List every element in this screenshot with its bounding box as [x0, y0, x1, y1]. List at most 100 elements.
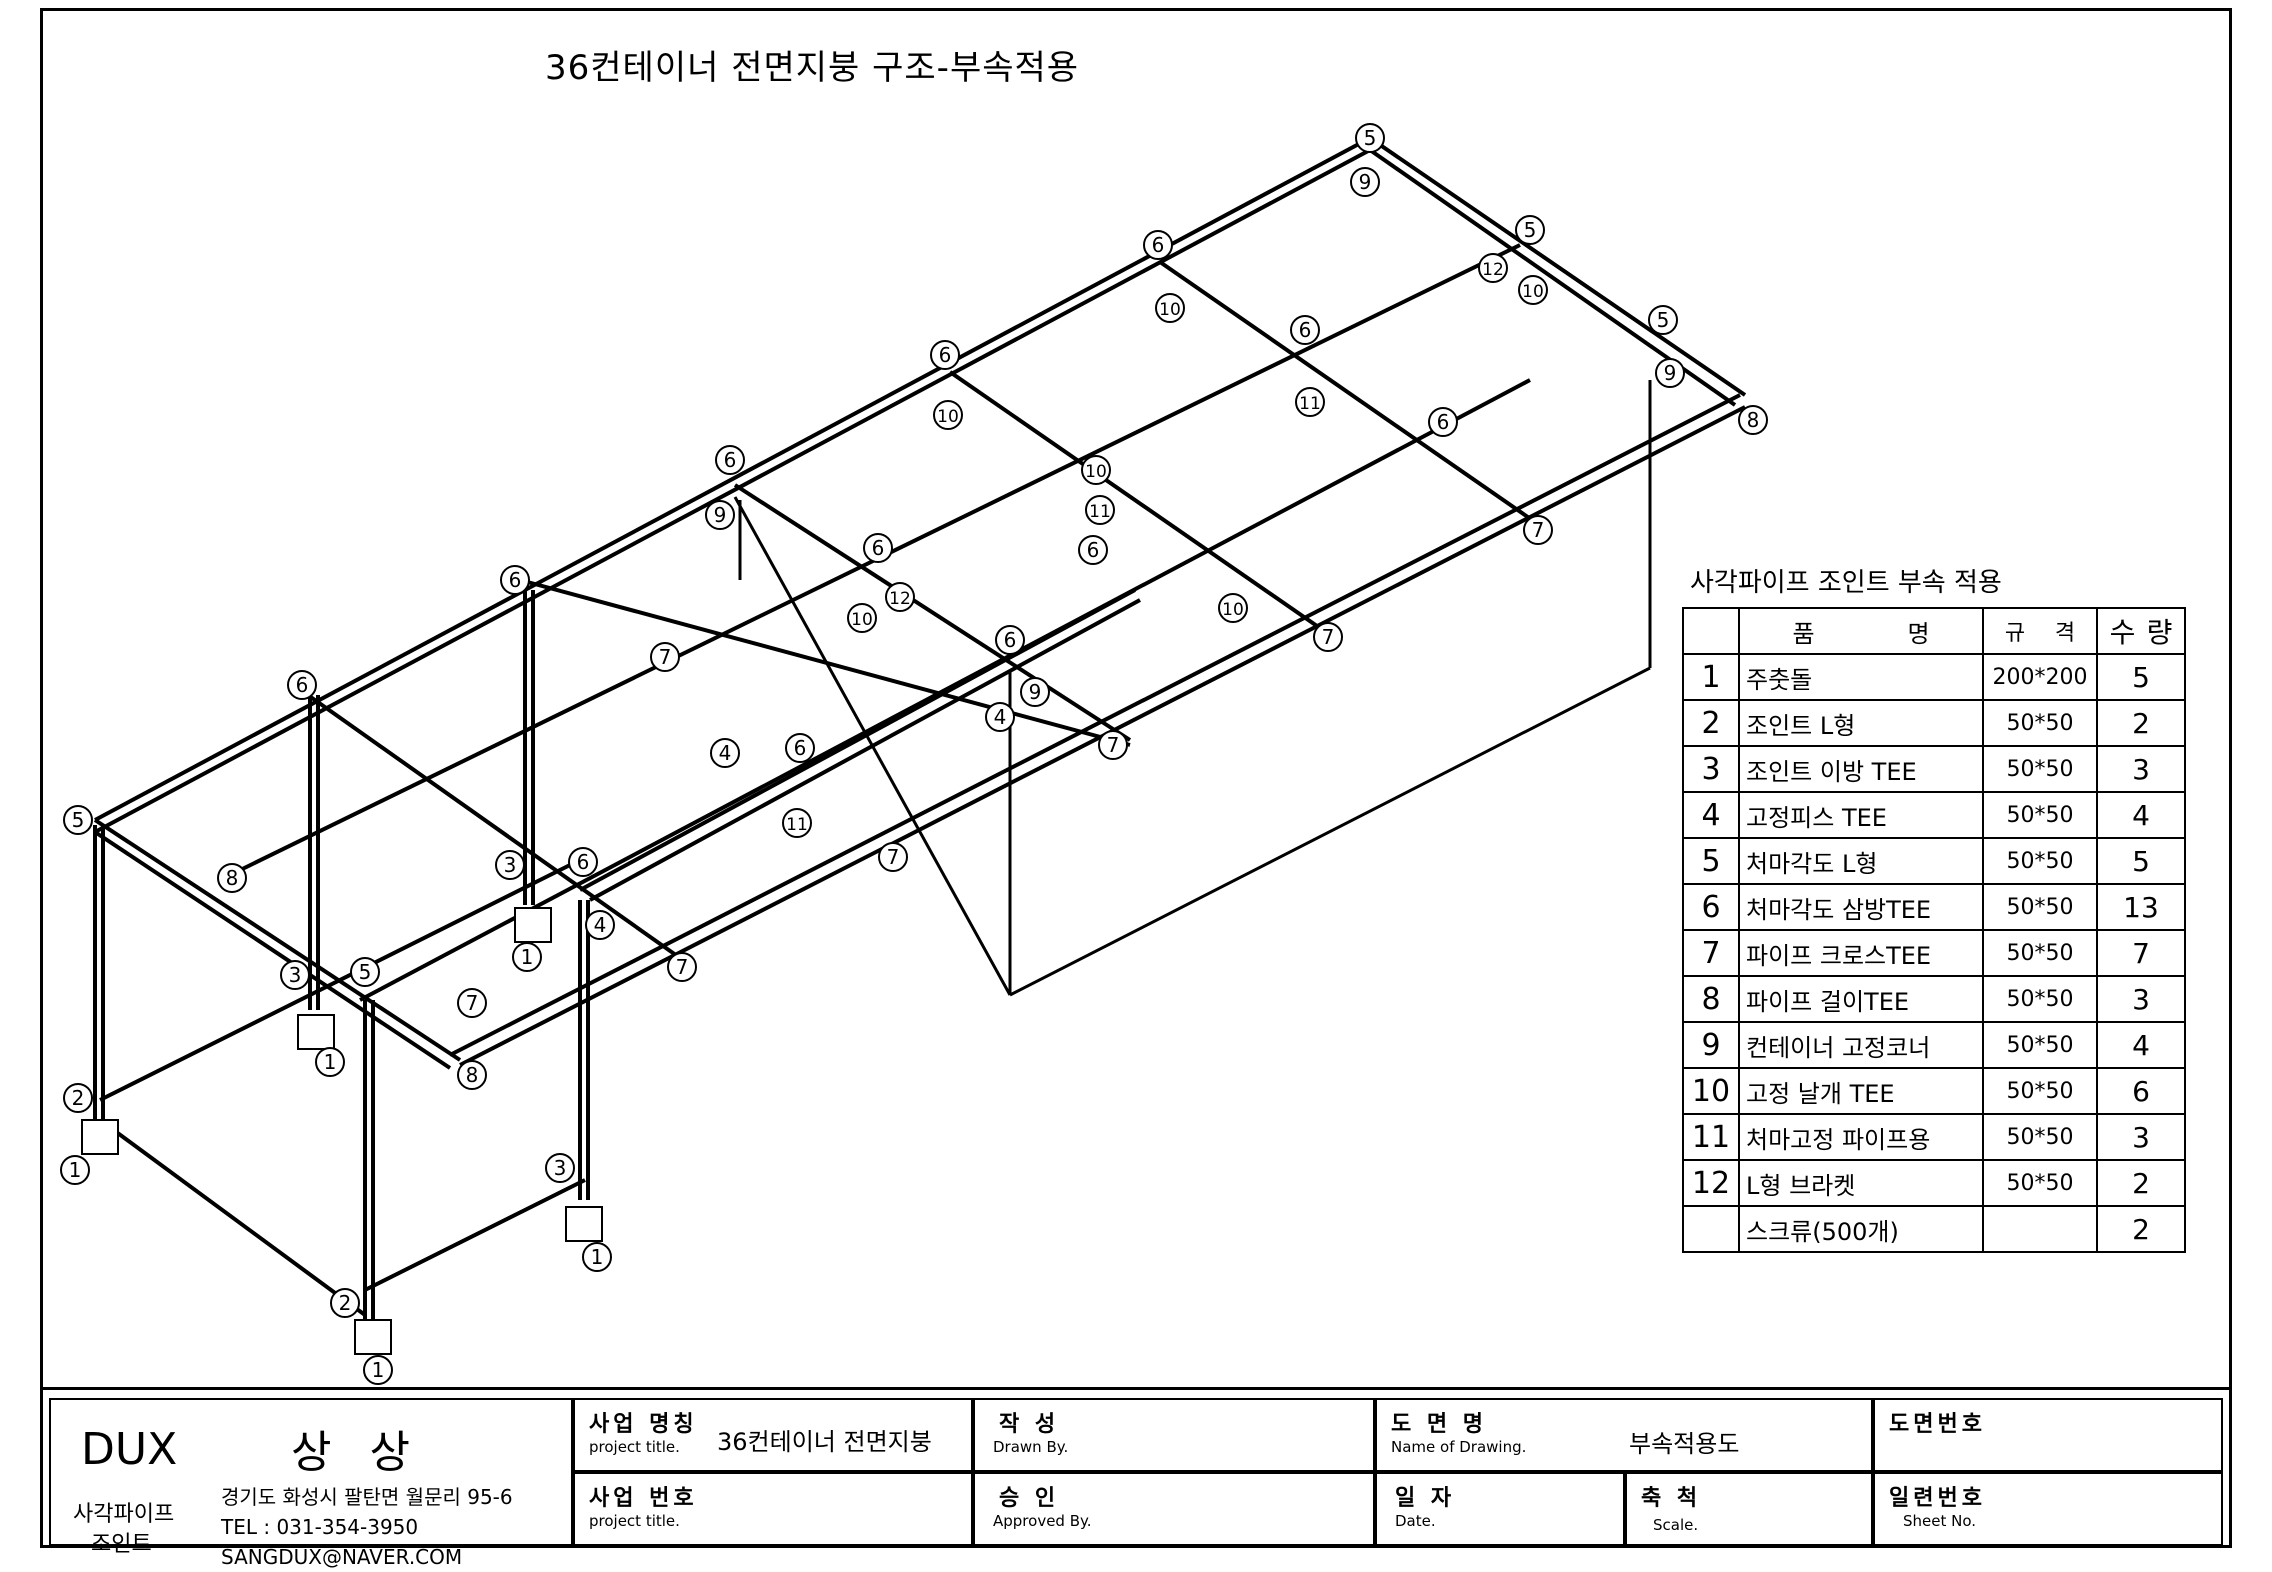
callout-circle — [650, 642, 680, 672]
part-callout: 11 — [1085, 495, 1115, 525]
callout-number: 11 — [1089, 502, 1111, 522]
part-callout: 5 — [1355, 123, 1385, 153]
part-spec: 50*50 — [1982, 1067, 2098, 1115]
part-spec: 50*50 — [1982, 929, 2098, 977]
part-no: 6 — [1682, 883, 1740, 931]
callout-circle — [1098, 730, 1128, 760]
callout-circle — [60, 1155, 90, 1185]
part-callout: 9 — [1655, 358, 1685, 388]
callout-circle — [1313, 622, 1343, 652]
part-spec — [1982, 1205, 2098, 1253]
part-callout: 7 — [667, 952, 697, 982]
part-name: 처마각도 삼방TEE — [1738, 883, 1984, 931]
part-no: 11 — [1682, 1113, 1740, 1161]
part-callout: 6 — [785, 733, 815, 763]
part-callout: 6 — [995, 625, 1025, 655]
callout-number: 5 — [359, 960, 372, 984]
callout-number: 3 — [504, 853, 517, 877]
project-name-cell: 사업 명칭 project title. 36컨테이너 전면지붕 — [573, 1398, 973, 1472]
callout-number: 6 — [1437, 410, 1450, 434]
callout-number: 1 — [372, 1358, 385, 1382]
part-callout: 4 — [985, 702, 1015, 732]
part-callout: 12 — [1478, 253, 1508, 283]
callout-circle — [1295, 387, 1325, 417]
callout-number: 10 — [1085, 462, 1107, 482]
part-callout: 6 — [1290, 315, 1320, 345]
callout-number: 8 — [1747, 408, 1760, 432]
callout-number: 2 — [339, 1291, 352, 1315]
callout-circle — [1350, 167, 1380, 197]
callout-circle — [995, 625, 1025, 655]
part-name: L형 브라켓 — [1738, 1159, 1984, 1207]
callout-circle — [878, 842, 908, 872]
callout-number: 6 — [794, 736, 807, 760]
part-no: 7 — [1682, 929, 1740, 977]
support-posts — [93, 590, 590, 1320]
callout-number: 1 — [521, 945, 534, 969]
callout-number: 6 — [724, 448, 737, 472]
part-callout: 5 — [1515, 215, 1545, 245]
callout-number: 6 — [1299, 318, 1312, 342]
part-name: 고정 날개 TEE — [1738, 1067, 1984, 1115]
part-no: 12 — [1682, 1159, 1740, 1207]
part-callout: 8 — [1738, 405, 1768, 435]
drawing-sheet-border — [40, 8, 2232, 1548]
callout-number: 2 — [72, 1086, 85, 1110]
callout-circle — [1428, 407, 1458, 437]
callout-circle — [495, 850, 525, 880]
footing-stones — [81, 907, 603, 1355]
part-spec: 50*50 — [1982, 1021, 2098, 1069]
callout-number: 7 — [1532, 518, 1545, 542]
callout-number: 4 — [994, 705, 1007, 729]
callout-number: 9 — [714, 503, 727, 527]
callout-circle — [847, 603, 877, 633]
part-callout: 11 — [782, 808, 812, 838]
callout-number: 5 — [1524, 218, 1537, 242]
part-callout: 6 — [568, 847, 598, 877]
callout-circle — [582, 1242, 612, 1272]
callout-number: 6 — [509, 568, 522, 592]
drawn-by-cell: 작 성 Drawn By. — [973, 1398, 1375, 1472]
callout-number: 5 — [72, 808, 85, 832]
part-callout: 5 — [63, 805, 93, 835]
callout-number: 11 — [786, 815, 808, 835]
part-no: 4 — [1682, 791, 1740, 839]
callout-number: 7 — [1322, 625, 1335, 649]
part-callout: 7 — [1523, 515, 1553, 545]
callout-number: 10 — [851, 610, 873, 630]
part-callout: 6 — [500, 565, 530, 595]
part-callout: 9 — [705, 500, 735, 530]
part-spec: 50*50 — [1982, 1159, 2098, 1207]
callout-number: 5 — [1657, 308, 1670, 332]
part-callout: 10 — [1155, 293, 1185, 323]
callout-circle — [287, 670, 317, 700]
part-qty: 3 — [2096, 1113, 2186, 1161]
part-callout: 1 — [363, 1355, 393, 1385]
part-callout: 4 — [585, 910, 615, 940]
callout-number: 1 — [69, 1158, 82, 1182]
part-callout: 6 — [715, 445, 745, 475]
part-callout: 9 — [1020, 677, 1050, 707]
company-brand-kr: 상 상 — [291, 1427, 422, 1478]
part-qty: 3 — [2096, 745, 2186, 793]
part-name: 파이프 걸이TEE — [1738, 975, 1984, 1023]
part-callout: 7 — [1313, 622, 1343, 652]
part-no: 9 — [1682, 1021, 1740, 1069]
callout-number: 1 — [591, 1245, 604, 1269]
callout-number: 4 — [719, 741, 732, 765]
callout-number: 7 — [676, 955, 689, 979]
part-callout: 10 — [847, 603, 877, 633]
part-spec: 50*50 — [1982, 975, 2098, 1023]
container-box — [733, 380, 1652, 997]
callout-number: 7 — [1107, 733, 1120, 757]
company-cell: DUX 상 상 사각파이프 조인트 경기도 화성시 팔탄면 월문리 95-6 T… — [49, 1398, 573, 1569]
callout-circle — [985, 702, 1015, 732]
